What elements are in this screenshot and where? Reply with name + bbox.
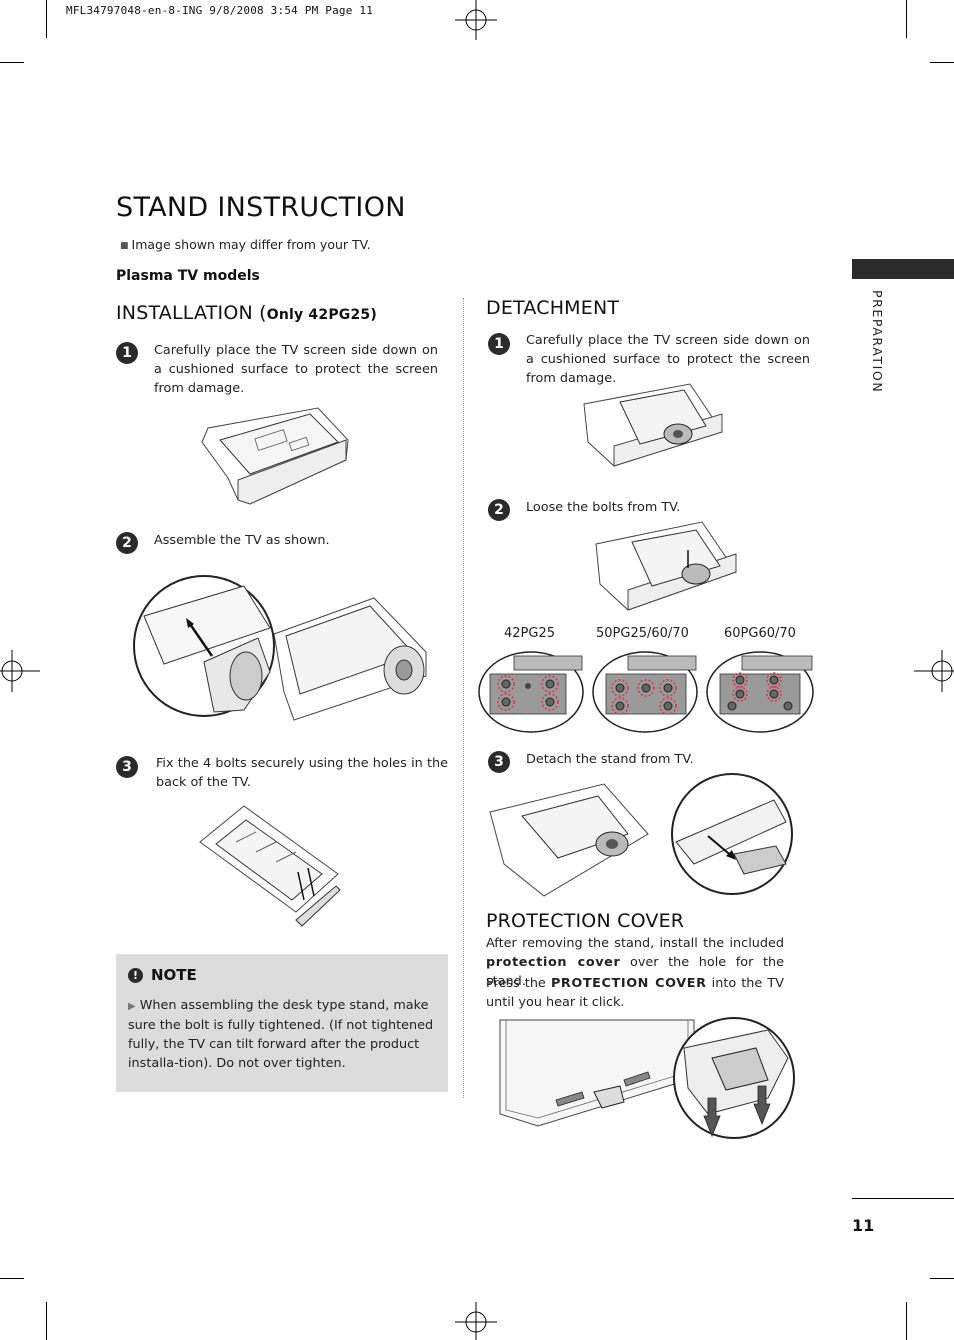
bolt-diagram-42pg25 (478, 651, 584, 733)
registration-mark-top (455, 0, 497, 40)
models-heading: Plasma TV models (116, 268, 260, 284)
note-body: ▶When assembling the desk type stand, ma… (128, 996, 438, 1073)
install-step-2-text: Assemble the TV as shown. (154, 533, 330, 548)
section-tab (852, 259, 954, 279)
crop-mark (930, 1278, 954, 1279)
installation-heading: INSTALLATION (Only 42PG25) (116, 302, 377, 324)
crop-mark (906, 0, 907, 38)
section-label: PREPARATION (870, 290, 885, 394)
tv-facedown-illustration (201, 407, 349, 505)
registration-mark-right (914, 650, 954, 692)
install-step-3-number: 3 (116, 756, 138, 778)
bolt-diagram-60pg (706, 651, 814, 733)
protection-heading: PROTECTION COVER (486, 910, 685, 932)
protection-text-1-keyword: protection cover (486, 955, 621, 970)
triangle-bullet-icon: ▶ (128, 1001, 136, 1012)
protection-text-2-pre: Press the (486, 976, 551, 991)
assemble-stand-illustration (133, 575, 427, 721)
image-note-text: Image shown may differ from your TV. (131, 237, 371, 252)
install-step-3-text: Fix the 4 bolts securely using the holes… (156, 756, 448, 790)
note-header: ! NOTE (128, 966, 197, 984)
install-step-2-number: 2 (116, 532, 138, 554)
tv-facedown-detach-illustration (583, 383, 723, 467)
column-divider (463, 298, 464, 1098)
registration-mark-bottom (455, 1302, 497, 1340)
protection-cover-illustration (499, 1017, 795, 1139)
detach-step-3-text: Detach the stand from TV. (526, 752, 694, 767)
detach-step-1-number: 1 (488, 333, 510, 355)
install-step-1-number: 1 (116, 342, 138, 364)
installation-heading-text: INSTALLATION ( (116, 302, 267, 324)
note-title: NOTE (151, 966, 197, 984)
detach-step-3-number: 3 (488, 751, 510, 773)
detach-stand-illustration (489, 773, 793, 897)
page-title: STAND INSTRUCTION (116, 192, 406, 223)
detach-step-2-number: 2 (488, 499, 510, 521)
model-label-60pg: 60PG60/70 (724, 626, 796, 641)
installation-heading-model: Only 42PG25) (266, 307, 377, 323)
detachment-heading: DETACHMENT (486, 297, 620, 319)
protection-text-2-keyword: PROTECTION COVER (550, 976, 707, 991)
image-note: ■Image shown may differ from your TV. (120, 237, 371, 252)
crop-mark (930, 62, 954, 63)
crop-mark (46, 1302, 47, 1340)
exclamation-icon: ! (128, 967, 143, 983)
page-number: 11 (852, 1216, 875, 1235)
note-body-text: When assembling the desk type stand, mak… (128, 998, 434, 1071)
page-rule (852, 1198, 954, 1199)
install-step-1-text: Carefully place the TV screen side down … (154, 343, 438, 396)
protection-text-1-pre: After removing the stand, install the in… (486, 936, 784, 951)
registration-mark-left (0, 650, 40, 692)
detach-step-2-text: Loose the bolts from TV. (526, 500, 681, 515)
fix-bolts-illustration (199, 805, 341, 927)
protection-text-1-post: over the hole for the stand. (486, 955, 784, 989)
loose-bolts-illustration (595, 521, 737, 611)
protection-text-1: After removing the stand, install the in… (486, 934, 784, 991)
model-label-42pg25: 42PG25 (504, 626, 555, 641)
square-bullet-icon: ■ (120, 241, 129, 251)
crop-mark (0, 62, 24, 63)
model-label-50pg: 50PG25/60/70 (596, 626, 689, 641)
protection-text-2: Press the PROTECTION COVER into the TV u… (486, 974, 784, 1012)
note-box: ! NOTE ▶When assembling the desk type st… (116, 954, 448, 1092)
crop-mark (0, 1278, 24, 1279)
print-header: MFL34797048-en-8-ING 9/8/2008 3:54 PM Pa… (66, 4, 374, 17)
protection-text-2-post: into the TV until you hear it click. (486, 976, 784, 1010)
crop-mark (906, 1302, 907, 1340)
detach-step-1-text: Carefully place the TV screen side down … (526, 333, 810, 386)
bolt-diagram-50pg (592, 651, 698, 733)
crop-mark (46, 0, 47, 38)
